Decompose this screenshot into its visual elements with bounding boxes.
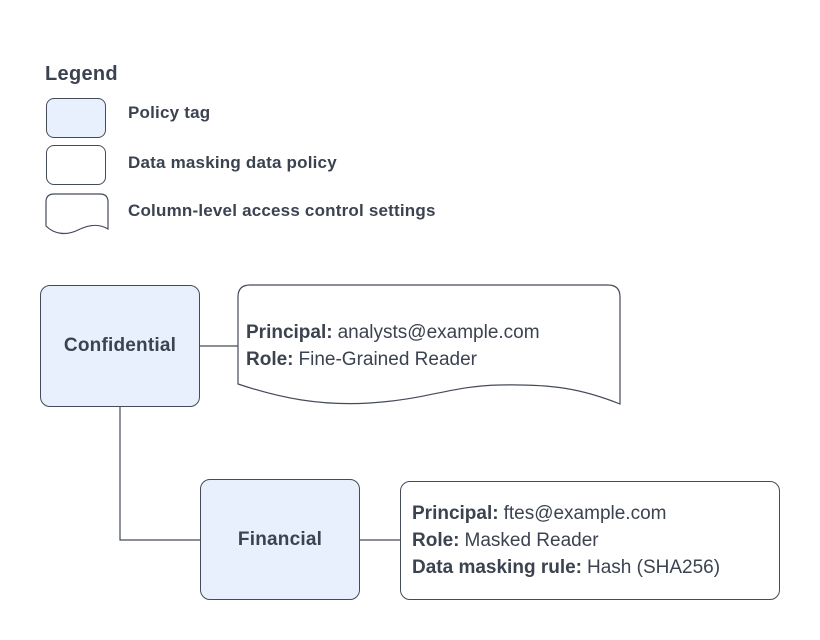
data-policy-note: Principal:ftes@example.com Role:Masked R…: [400, 481, 780, 600]
legend-title: Legend: [45, 63, 118, 85]
legend-label-data-masking-policy: Data masking data policy: [128, 153, 337, 172]
document-shape-access-note: [237, 284, 621, 405]
policy-tag-confidential-label: Confidential: [63, 335, 177, 356]
legend-label-column-access: Column-level access control settings: [128, 201, 436, 220]
policy-note-masking-rule-line: Data masking rule:Hash (SHA256): [412, 554, 779, 581]
legend-label-policy-tag: Policy tag: [128, 103, 211, 122]
policy-tag-financial: Financial: [200, 479, 360, 600]
policy-tag-financial-label: Financial: [237, 528, 323, 550]
masking-rule-label: Data masking rule:: [412, 557, 582, 578]
principal-value: analysts@example.com: [337, 322, 540, 343]
principal-label: Principal:: [412, 503, 499, 524]
legend-document-swatch: [45, 193, 109, 235]
role-label: Role:: [412, 530, 460, 551]
policy-note-role-line: Role:Masked Reader: [412, 527, 779, 554]
policy-note-principal-line: Principal:ftes@example.com: [412, 500, 779, 527]
access-note-principal-line: Principal:analysts@example.com: [246, 319, 540, 346]
legend-data-policy-swatch: [46, 145, 106, 185]
masking-rule-value: Hash (SHA256): [587, 557, 721, 578]
access-note-role-line: Role:Fine-Grained Reader: [246, 346, 540, 373]
legend-policy-tag-swatch: [46, 98, 106, 138]
role-value: Fine-Grained Reader: [298, 349, 477, 370]
role-label: Role:: [246, 349, 294, 370]
principal-value: ftes@example.com: [503, 503, 667, 524]
principal-label: Principal:: [246, 322, 333, 343]
connector-confidential-to-financial: [119, 407, 200, 541]
access-control-note: Principal:analysts@example.com Role:Fine…: [246, 319, 540, 373]
policy-tag-confidential: Confidential: [40, 285, 200, 407]
role-value: Masked Reader: [464, 530, 599, 551]
